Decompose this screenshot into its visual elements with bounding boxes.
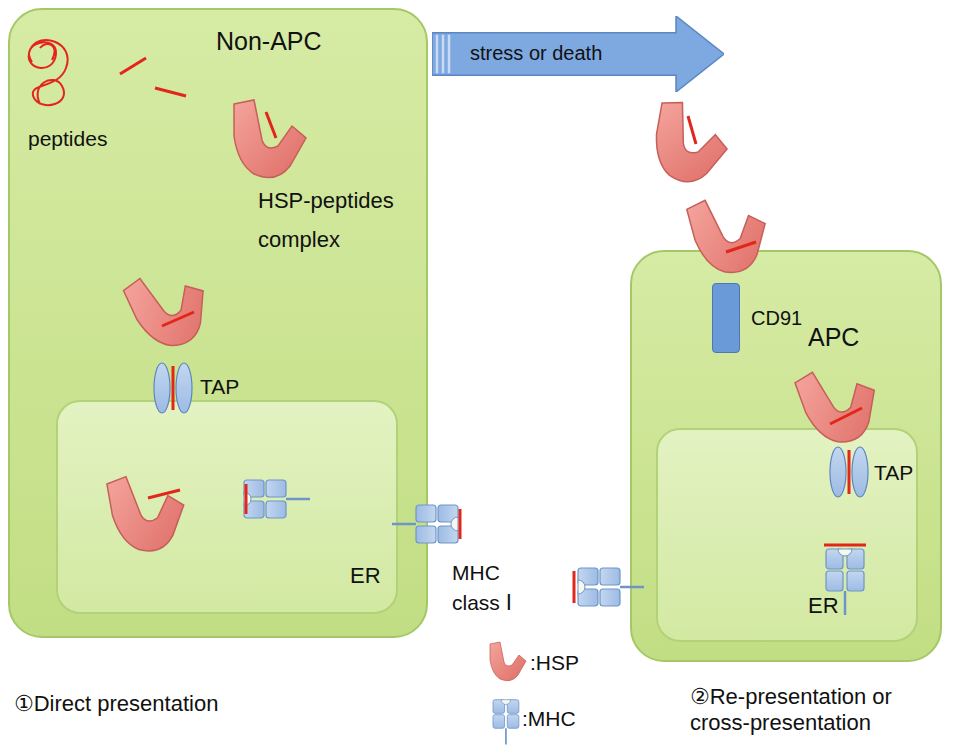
annotation-label: ②Re-presentation or cross-presentation: [690, 684, 918, 737]
legend-label: :HSP: [530, 650, 579, 676]
annotation-label: MHC class Ⅰ: [452, 558, 534, 619]
node-label: ER: [350, 562, 381, 590]
cell-box: Non-APC ER: [8, 8, 428, 638]
er-compartment: ER: [656, 428, 918, 642]
annotation-label: ①Direct presentation: [14, 690, 218, 718]
legend-label: :MHC: [522, 706, 576, 732]
node-label: APC: [808, 322, 859, 353]
node-label: CD91: [751, 306, 802, 331]
node-label: ER: [808, 592, 839, 620]
annotation-label: TAP: [874, 460, 913, 486]
annotation-label: TAP: [200, 374, 239, 400]
receptor-box: CD91: [712, 283, 740, 353]
er-compartment: ER: [56, 400, 398, 614]
annotation-label: HSP-peptides complex: [258, 182, 408, 259]
node-label: stress or death: [470, 41, 602, 66]
annotation-label: peptides: [28, 126, 107, 152]
stress-arrow: stress or death: [432, 16, 724, 92]
node-label: Non-APC: [216, 26, 322, 57]
